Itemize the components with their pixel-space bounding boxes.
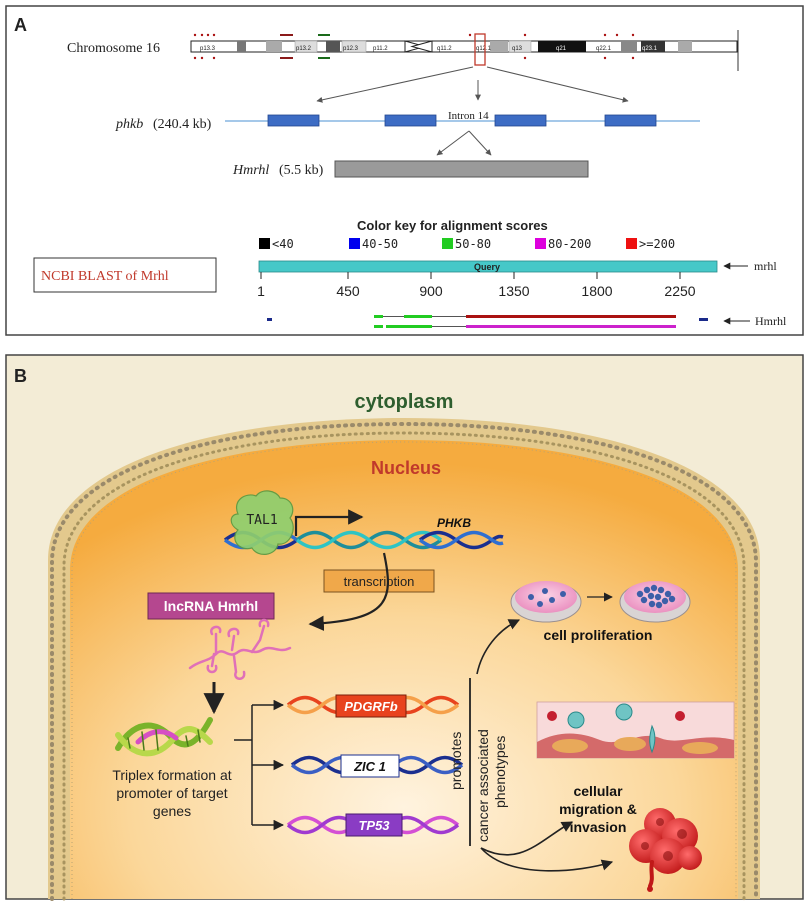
triplex-dna-icon: [115, 717, 213, 757]
color-key: <40 40-50 50-80 80-200 >=200: [259, 237, 675, 251]
band-label: q13: [512, 46, 523, 52]
color-key-title: Color key for alignment scores: [357, 218, 548, 233]
petri-dish-icon: [619, 581, 691, 623]
band-label: p11.2: [373, 46, 388, 52]
exon: [267, 114, 320, 127]
panel-a: A Chromosome 16 p13.3 p13.2 p12.3 p11.2 …: [5, 5, 804, 336]
color-key-label: <40: [272, 237, 294, 251]
band-label: q12.1: [476, 46, 492, 52]
transcription-label: transcription: [344, 574, 415, 589]
tal1-protein: [230, 490, 294, 555]
tp53-box: [345, 813, 403, 837]
phkb-label: PHKB: [437, 516, 471, 530]
band-label: q11.2: [437, 46, 452, 52]
gene-label: phkb: [115, 117, 143, 132]
zic1-box: [340, 754, 400, 778]
band-label: p13.2: [296, 46, 312, 52]
zic1-label: ZIC 1: [353, 759, 386, 774]
tick-label: 1350: [498, 283, 529, 299]
phenotype-label: phenotypes: [492, 736, 508, 808]
band-label: q21: [556, 46, 567, 52]
tick-label: 1800: [581, 283, 612, 299]
hmrhl-bar: [334, 160, 589, 178]
lncrna-box: [147, 592, 275, 620]
chromosome-ideogram: p13.3 p13.2 p12.3 p11.2 q11.2 q12.1 q13 …: [190, 30, 739, 71]
promotes-label: promotes: [448, 732, 464, 790]
cell-proliferation-label: cell proliferation: [544, 627, 653, 643]
tick-label: 900: [419, 283, 443, 299]
nucleus-label: Nucleus: [371, 458, 441, 478]
migration-label: migration &: [559, 801, 637, 817]
color-key-label: 40-50: [362, 237, 398, 251]
triplex-text: Triplex formation at: [112, 767, 231, 783]
pdgrfb-label: PDGRFb: [344, 699, 398, 714]
transcription-box: [323, 569, 435, 593]
tick-label: 1: [257, 283, 265, 299]
tp53-label: TP53: [358, 818, 390, 833]
panel-b: B cytoplasm Nucleus TAL1 PHKB transcri: [5, 354, 804, 901]
cell-migration-icon: [536, 701, 735, 759]
query-bar: [258, 260, 718, 273]
lncrna-label: lncRNA Hmrhl: [164, 598, 258, 614]
tal1-label: TAL1: [246, 513, 277, 528]
panel-a-label: A: [14, 15, 27, 35]
alignment-hits: [267, 315, 708, 328]
band-label: q22.1: [596, 46, 612, 52]
phenotype-label: cancer associated: [475, 729, 491, 842]
gene-size: (240.4 kb): [153, 117, 212, 132]
cytoplasm-label: cytoplasm: [355, 391, 454, 413]
color-key-label: 80-200: [548, 237, 591, 251]
sub-gene-size: (5.5 kb): [279, 163, 324, 178]
tick-label: 450: [336, 283, 360, 299]
mrhl-label: mrhl: [754, 259, 777, 273]
panel-b-label: B: [14, 366, 27, 386]
cancer-cell-cluster-icon: [629, 808, 702, 892]
band-label: p12.3: [343, 46, 359, 52]
color-key-label: >=200: [639, 237, 675, 251]
triplex-text: promoter of target: [116, 785, 227, 801]
exon: [604, 114, 657, 127]
triplex-text: genes: [153, 803, 191, 819]
migration-label: cellular: [573, 783, 623, 799]
color-key-label: 50-80: [455, 237, 491, 251]
rna-structure-icon: [188, 618, 292, 680]
chromosome-label: Chromosome 16: [67, 41, 160, 56]
blast-label: NCBI BLAST of Mrhl: [41, 269, 169, 284]
tick-label: 2250: [664, 283, 695, 299]
exon: [494, 114, 547, 127]
query-label: Query: [474, 262, 500, 272]
band-label: q23.1: [642, 46, 658, 52]
pdgrfb-box: [335, 694, 407, 718]
axis-ticks: 1 450 900 1350 1800 2250: [257, 272, 696, 299]
petri-dish-icon: [510, 581, 582, 623]
sub-gene-label: Hmrhl: [232, 163, 269, 178]
exon: [384, 114, 437, 127]
hmrhl-alignment-label: Hmrhl: [755, 314, 787, 328]
intron-label: Intron 14: [448, 110, 489, 122]
band-label: p13.3: [200, 46, 216, 52]
migration-label: invasion: [570, 819, 627, 835]
